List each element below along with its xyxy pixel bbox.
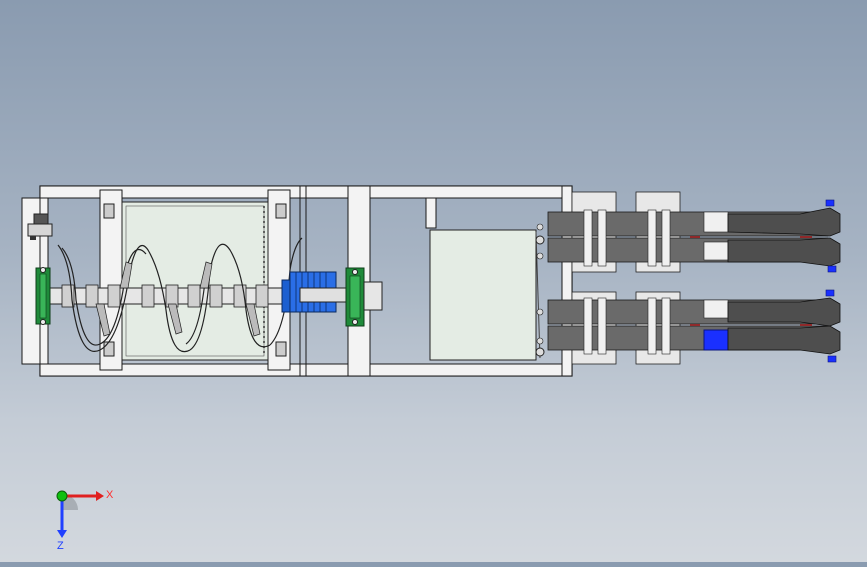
y-axis-dot-icon (56, 490, 68, 502)
discharge-panel (429, 229, 545, 361)
pressure-gauge (27, 213, 53, 240)
x-arrowhead-icon (96, 491, 104, 501)
hopper-panel (103, 201, 287, 361)
right-bearing (345, 267, 383, 327)
drive-motor (281, 271, 349, 313)
z-axis-label: Z (57, 540, 64, 550)
screw-shaft (47, 237, 303, 353)
z-arrowhead-icon (57, 530, 67, 538)
blue-block (703, 329, 729, 351)
left-bearing (35, 267, 51, 325)
coordinate-triad: X Z (40, 480, 120, 552)
triad-graphic: X Z (56, 489, 114, 552)
roller-section (536, 191, 841, 365)
x-axis-label: X (106, 489, 114, 501)
